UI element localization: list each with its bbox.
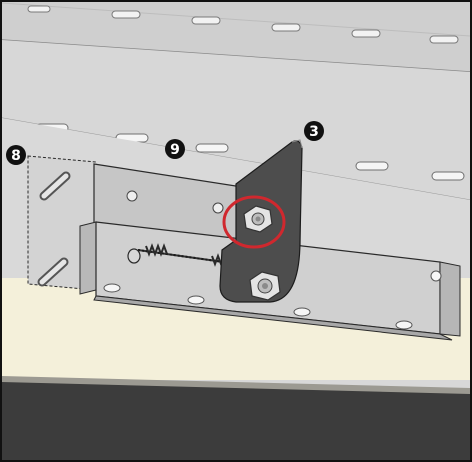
callout-8: 8 [6,145,26,165]
upper-nut [243,205,273,233]
callout-9-label: 9 [170,142,180,158]
callout-8-label: 8 [11,148,21,164]
callout-9: 9 [165,139,185,159]
lower-nut [249,271,281,301]
callout-3: 3 [304,121,324,141]
highlight-circle [222,195,286,249]
base-strip [2,380,470,460]
stud-lower [37,257,69,287]
upper-panel [1,2,471,73]
stud-upper [39,171,71,201]
spring-left [145,243,168,257]
pin-left [127,248,141,264]
callout-3-label: 3 [309,124,319,140]
base-strip-edge [2,376,470,394]
